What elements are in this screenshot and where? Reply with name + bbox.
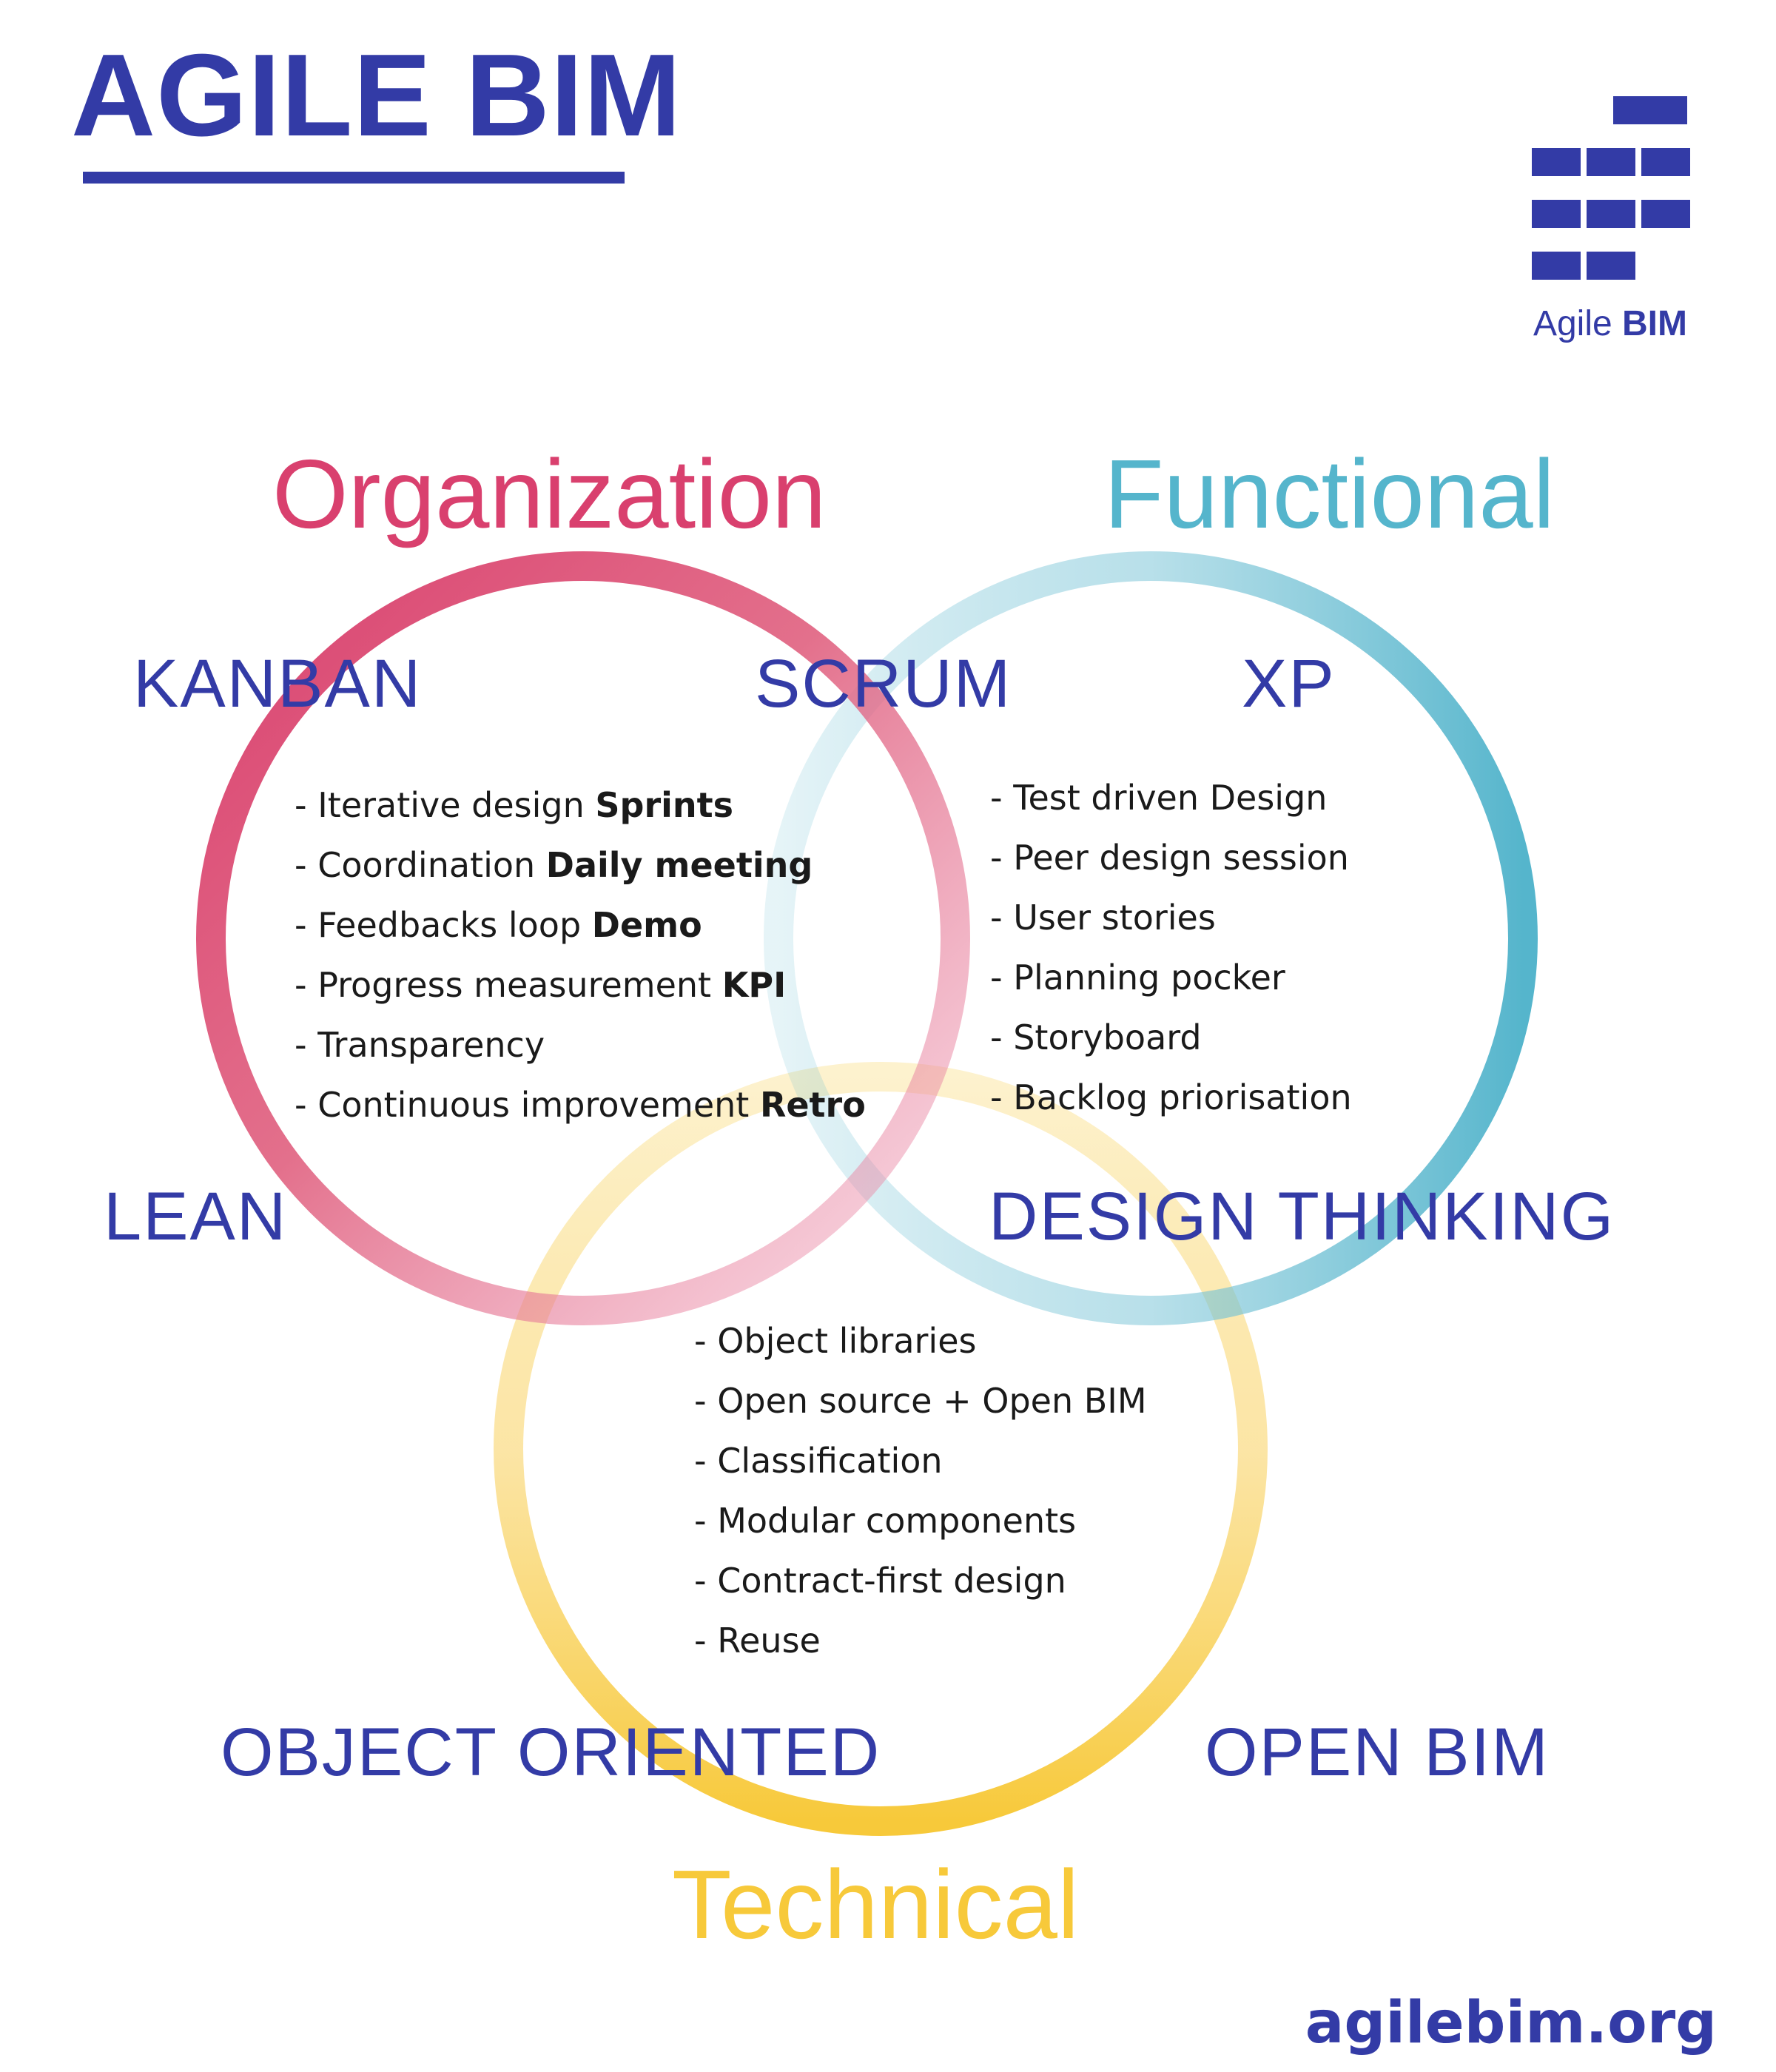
method-scrum: SCRUM (755, 646, 1012, 722)
list-item: - Coordination Daily meeting (295, 845, 813, 885)
list-item: - Modular components (694, 1501, 1077, 1541)
list-item: - Classification (694, 1441, 943, 1481)
list-item: - Continuous improvement Retro (295, 1085, 866, 1125)
list-item: - Backlog priorisation (990, 1077, 1352, 1117)
method-object-oriented: OBJECT ORIENTED (221, 1715, 881, 1790)
list-item: - Storyboard (990, 1018, 1202, 1057)
list-item: - Progress measurement KPI (295, 965, 787, 1005)
functional-circle (764, 551, 1538, 1325)
organization-list: - Iterative design Sprints - Coordinatio… (295, 776, 866, 1135)
list-item: - Planning pocker (990, 958, 1285, 998)
list-item: - Reuse (694, 1621, 821, 1661)
logo-text: Agile BIM (1510, 303, 1687, 344)
title-underline (83, 172, 625, 184)
functional-list: - Test driven Design - Peer design sessi… (990, 768, 1352, 1128)
list-item: - Contract-first design (694, 1561, 1066, 1601)
technical-heading: Technical (672, 1850, 1080, 1959)
list-item: - Peer design session (990, 838, 1349, 878)
method-xp: XP (1242, 646, 1336, 722)
logo-text-regular: Agile (1533, 304, 1612, 343)
list-item: - Feedbacks loop Demo (295, 905, 702, 945)
logo-text-bold: BIM (1622, 304, 1687, 343)
logo-grid-icon (1532, 96, 1690, 280)
list-item: - Open source + Open BIM (694, 1381, 1147, 1421)
technical-list: - Object libraries - Open source + Open … (694, 1311, 1147, 1671)
website-link[interactable]: agilebim.org (1305, 1990, 1717, 2056)
list-item: - Object libraries (694, 1321, 977, 1361)
technical-circle (494, 1062, 1268, 1836)
organization-circle (196, 551, 970, 1325)
organization-heading: Organization (272, 440, 827, 548)
method-kanban: KANBAN (133, 646, 423, 722)
method-design-thinking: DESIGN THINKING (989, 1179, 1615, 1254)
list-item: - Test driven Design (990, 778, 1328, 818)
method-lean: LEAN (104, 1179, 288, 1254)
agile-bim-logo: Agile BIM (1510, 96, 1695, 344)
list-item: - Transparency (295, 1025, 545, 1065)
functional-heading: Functional (1104, 440, 1555, 548)
list-item: - User stories (990, 898, 1216, 938)
list-item: - Iterative design Sprints (295, 785, 734, 825)
page-title: AGILE BIM (71, 30, 682, 161)
method-open-bim: OPEN BIM (1205, 1715, 1550, 1790)
